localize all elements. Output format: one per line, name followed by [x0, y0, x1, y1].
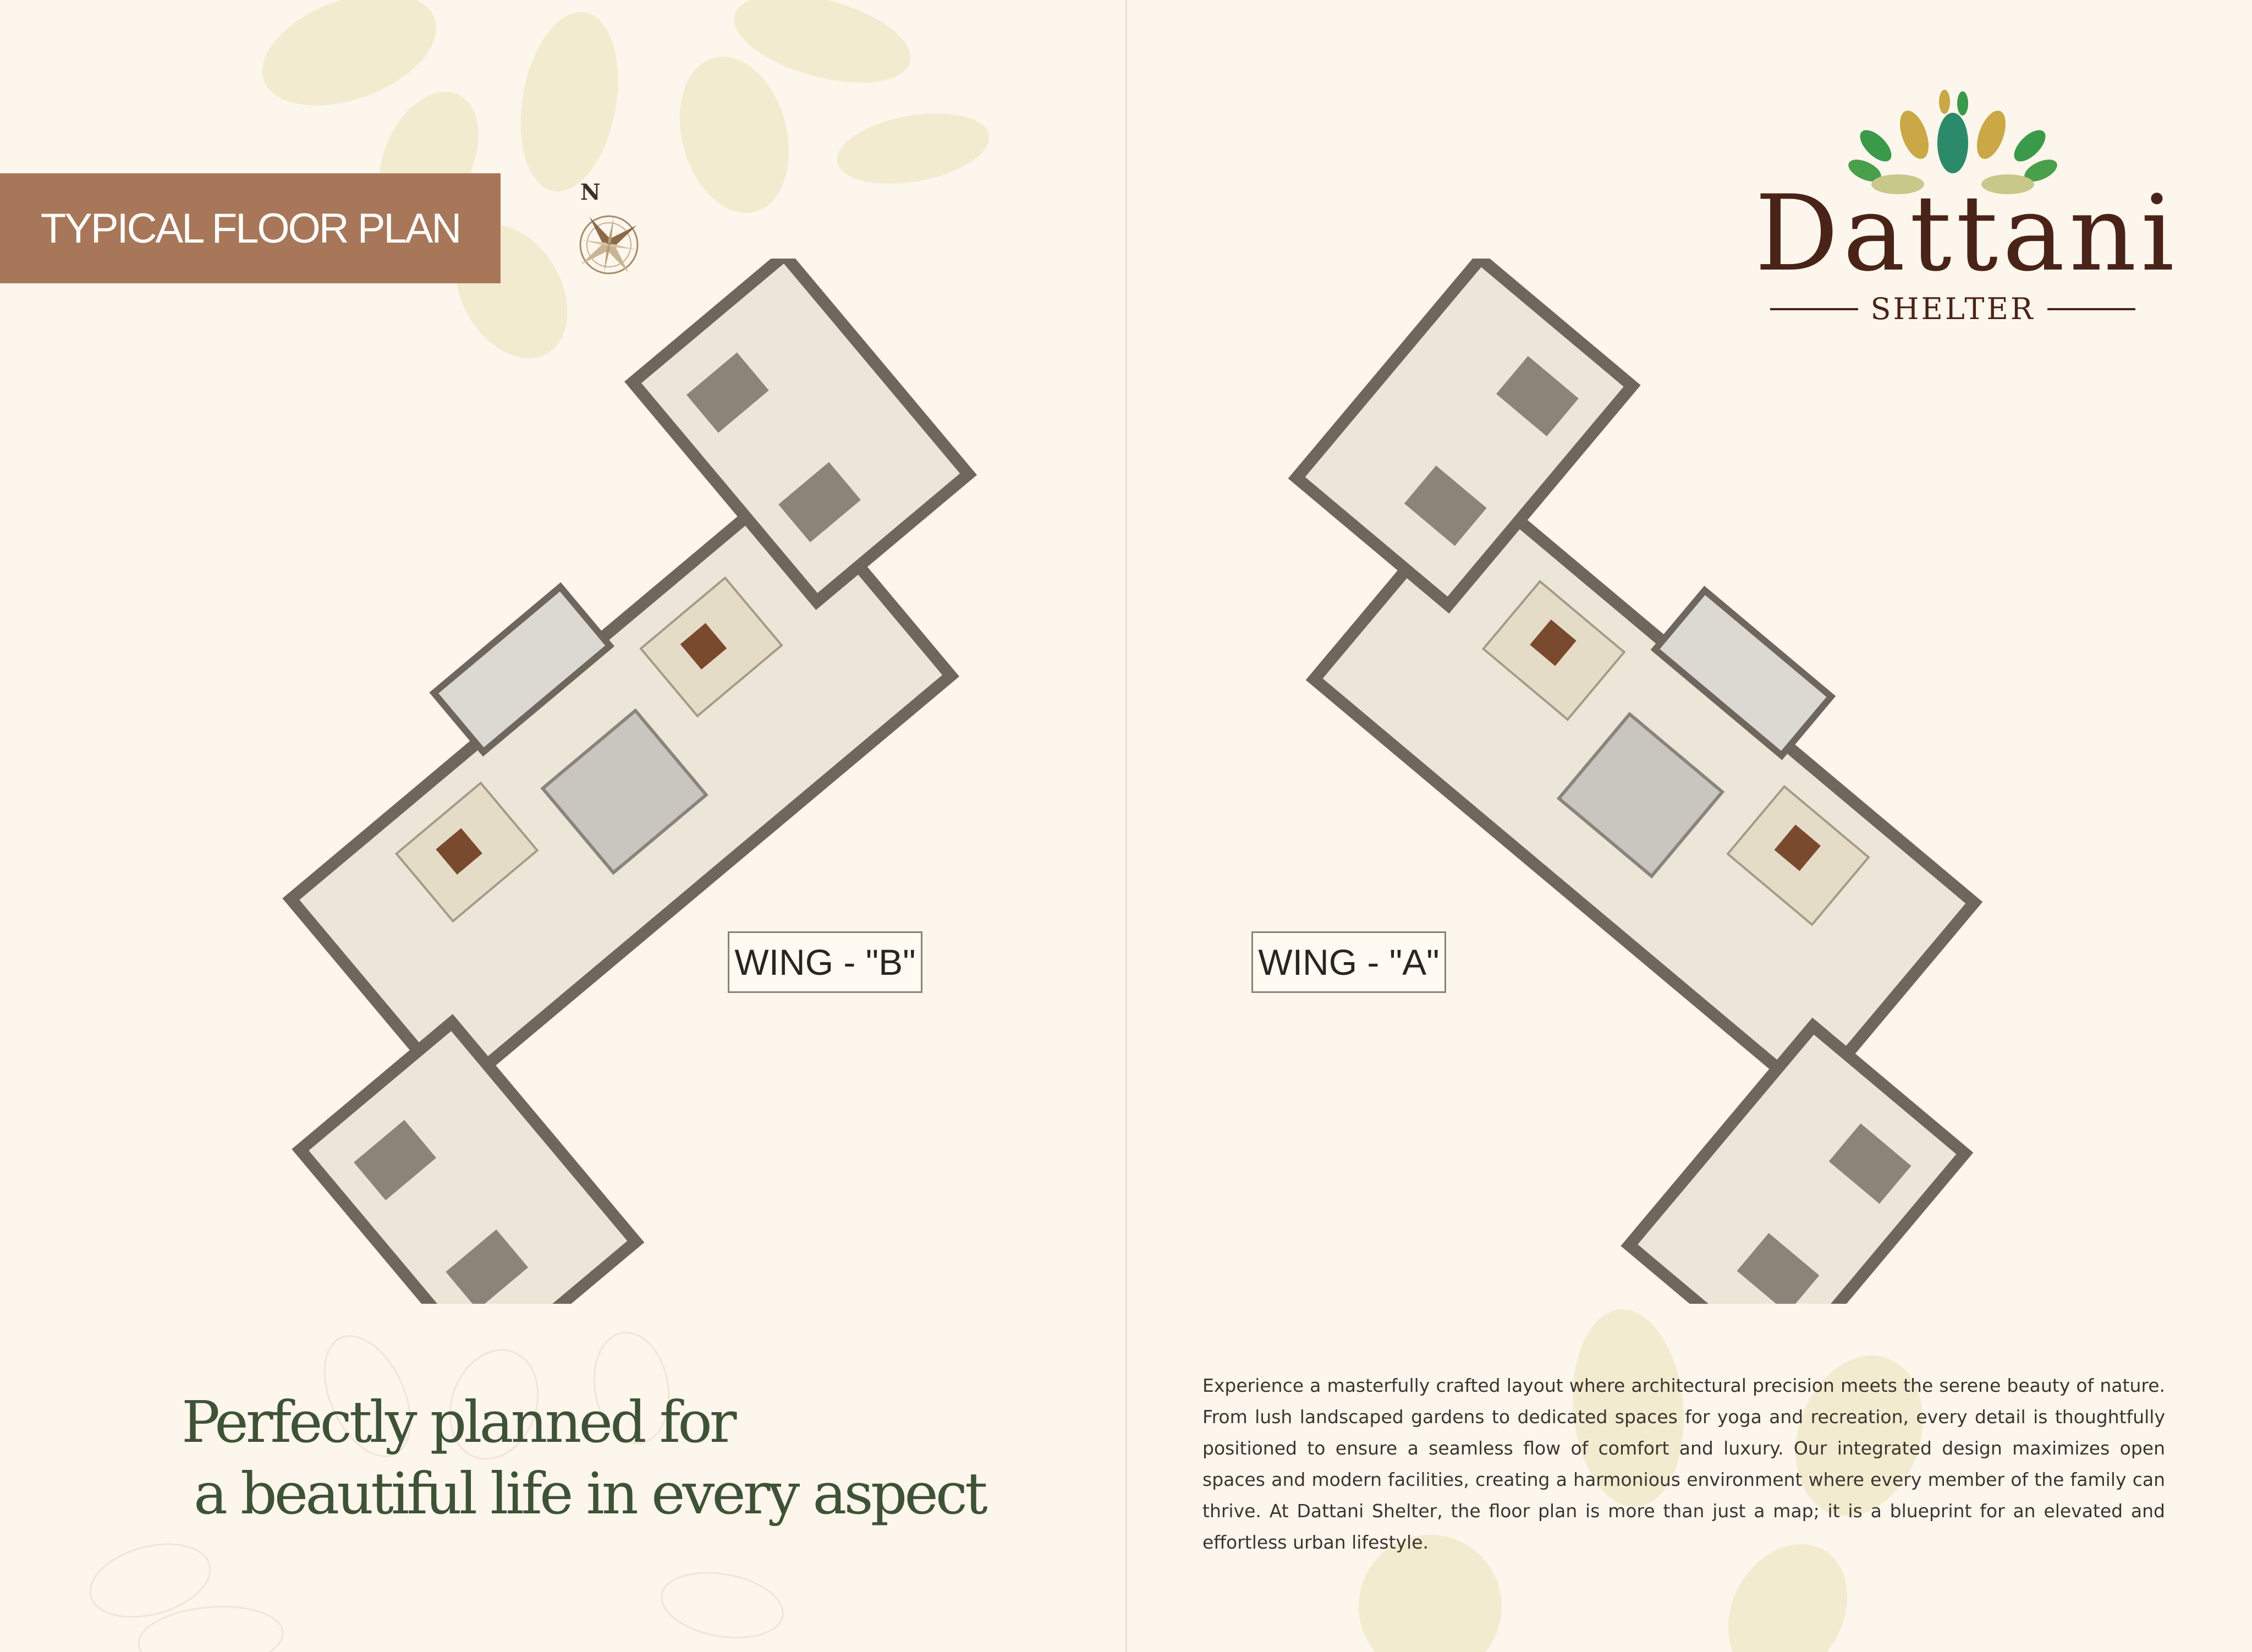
- wing-a-label-text: WING - "A": [1258, 942, 1440, 983]
- title-banner: TYPICAL FLOOR PLAN: [0, 173, 501, 283]
- wing-a-label: WING - "A": [1251, 931, 1446, 993]
- logo-subtitle: SHELTER: [1870, 292, 2035, 326]
- wing-b-label-text: WING - "B": [734, 942, 916, 983]
- floor-plan-wing-b: [282, 259, 977, 1304]
- logo-rule-left: [1770, 308, 1859, 310]
- logo-subtitle-row: SHELTER: [1755, 292, 2151, 326]
- body-paragraph: Experience a masterfully crafted layout …: [1202, 1375, 2165, 1553]
- headline: Perfectly planned for a beautiful life i…: [182, 1386, 1007, 1529]
- logo-wordmark: Dattani: [1755, 173, 2179, 294]
- compass-north-label: N: [580, 179, 601, 205]
- decor-leaf-outline: [655, 1563, 789, 1648]
- headline-line-2: a beautiful life in every aspect: [194, 1460, 988, 1527]
- decor-leaf: [831, 102, 995, 195]
- decor-leaf: [663, 44, 806, 226]
- logo-leaves-icon: [1848, 90, 2057, 194]
- floor-plan-wing-a: [1288, 259, 1983, 1304]
- compass-rose-icon: N: [579, 179, 639, 275]
- logo-rule-right: [2047, 308, 2135, 310]
- headline-line-1: Perfectly planned for: [182, 1388, 737, 1456]
- page-fold: [1125, 0, 1127, 1652]
- brand-logo: Dattani SHELTER: [1755, 88, 2179, 330]
- decor-leaf: [507, 4, 631, 200]
- wing-b-label: WING - "B": [728, 931, 922, 993]
- title-banner-text: TYPICAL FLOOR PLAN: [40, 205, 462, 252]
